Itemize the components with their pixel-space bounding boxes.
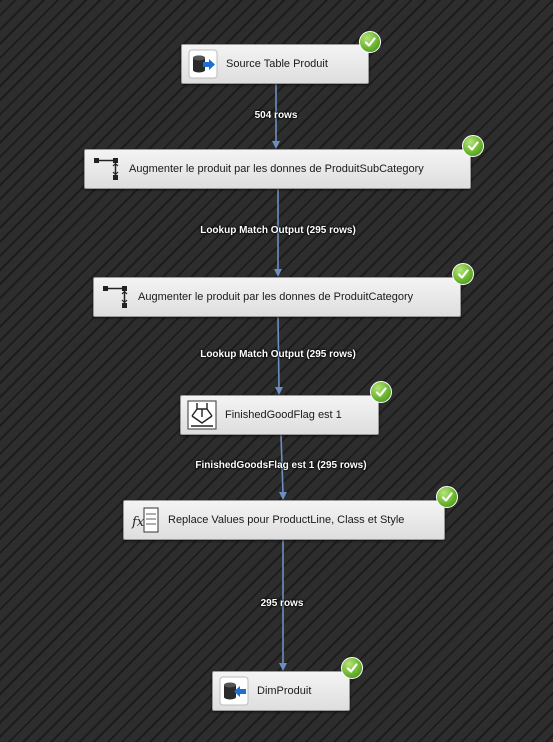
component-label: Replace Values pour ProductLine, Class e… <box>168 514 405 526</box>
component-label: Source Table Produit <box>226 58 328 70</box>
flow-arrow-head-icon <box>279 663 287 671</box>
path-label-2[interactable]: Lookup Match Output (295 rows) <box>200 225 356 236</box>
component-label: FinishedGoodFlag est 1 <box>225 409 342 421</box>
ole-db-source-icon <box>188 49 218 79</box>
component-derived-column-replace-values[interactable]: fx Replace Values pour ProductLine, Clas… <box>123 500 445 540</box>
flow-arrow-head-icon <box>274 269 282 277</box>
component-label: DimProduit <box>257 685 312 697</box>
component-lookup-produitsubcategory[interactable]: Augmenter le produit par les donnes de P… <box>84 149 471 189</box>
success-check-icon <box>341 657 363 679</box>
success-check-icon <box>452 263 474 285</box>
success-check-icon <box>462 135 484 157</box>
path-label-4[interactable]: FinishedGoodsFlag est 1 (295 rows) <box>195 460 367 471</box>
lookup-icon <box>91 154 121 184</box>
flow-path-line[interactable] <box>277 316 280 390</box>
conditional-split-icon <box>187 400 217 430</box>
flow-arrow-head-icon <box>279 492 287 500</box>
ole-db-destination-icon <box>219 676 249 706</box>
svg-text:fx: fx <box>131 515 145 530</box>
path-label-3[interactable]: Lookup Match Output (295 rows) <box>200 349 356 360</box>
component-conditional-split-finishedgoodflag[interactable]: FinishedGoodFlag est 1 <box>180 395 379 435</box>
success-check-icon <box>359 31 381 53</box>
derived-column-fx-icon: fx <box>130 505 160 535</box>
path-label-5[interactable]: 295 rows <box>260 598 304 609</box>
lookup-icon <box>100 282 130 312</box>
component-label: Augmenter le produit par les donnes de P… <box>138 291 414 303</box>
flow-arrow-head-icon <box>275 387 283 395</box>
component-lookup-produitcategory[interactable]: Augmenter le produit par les donnes de P… <box>93 277 461 317</box>
flow-arrow-head-icon <box>272 141 280 149</box>
path-label-1[interactable]: 504 rows <box>254 110 298 121</box>
component-destination-dimproduit[interactable]: DimProduit <box>212 671 350 711</box>
success-check-icon <box>436 486 458 508</box>
flow-path-line[interactable] <box>280 434 284 495</box>
success-check-icon <box>370 381 392 403</box>
component-label: Augmenter le produit par les donnes de P… <box>129 163 424 175</box>
component-source-table-produit[interactable]: Source Table Produit <box>181 44 369 84</box>
